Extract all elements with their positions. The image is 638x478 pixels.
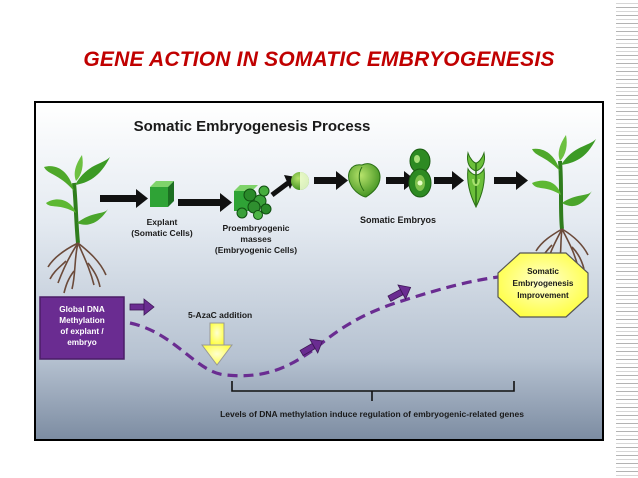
explant-label: Explant [147, 217, 178, 227]
bracket [231, 381, 515, 401]
methylation-box-line2: Methylation [59, 316, 105, 325]
embryo-icon [348, 163, 381, 198]
cell-cluster-icon [234, 185, 272, 220]
improvement-line1: Somatic [527, 267, 559, 276]
bottom-caption: Levels of DNA methylation induce regulat… [220, 409, 524, 419]
arrow-down-icon [201, 322, 233, 366]
arrow-right-icon [314, 171, 348, 190]
arrow-right-icon [299, 338, 323, 357]
methylation-box-line1: Global DNA [59, 305, 105, 314]
diagram-canvas: Somatic Embryogenesis Process [36, 103, 602, 439]
proembryogenic-sublabel: masses [240, 234, 271, 244]
arrow-right-icon [434, 171, 464, 190]
methylation-box-line4: embryo [67, 338, 97, 347]
methylation-box-line3: of explant / [60, 327, 104, 336]
improvement-line3: Improvement [517, 291, 569, 300]
diagram-title: Somatic Embryogenesis Process [134, 118, 371, 135]
arrow-right-icon [100, 189, 148, 208]
arrow-right-icon [387, 284, 412, 302]
embryo-icon [408, 148, 432, 198]
embryo-icon [467, 151, 485, 209]
cube-icon [150, 181, 174, 207]
azac-label: 5-AzaC addition [188, 310, 252, 320]
arrow-right-icon [129, 298, 155, 316]
slide-title: GENE ACTION IN SOMATIC EMBRYOGENESIS [83, 48, 555, 71]
arrow-right-icon [494, 171, 528, 190]
explant-sublabel: (Somatic Cells) [131, 228, 193, 238]
embryo-icon [291, 172, 309, 190]
seedling-icon [44, 155, 110, 294]
proembryogenic-label: Proembryogenic [222, 223, 289, 233]
improvement-badge: Somatic Embryogenesis Improvement [497, 252, 589, 318]
methylation-box: Global DNA Methylation of explant / embr… [39, 296, 125, 360]
page-edge-texture [616, 0, 638, 478]
proembryogenic-cells-label: (Embryogenic Cells) [215, 245, 297, 255]
diagram-frame: Somatic Embryogenesis Process [34, 101, 604, 441]
improvement-line2: Embryogenesis [513, 279, 574, 288]
seedling-icon [532, 135, 596, 272]
somatic-embryos-label: Somatic Embryos [360, 215, 436, 225]
arrow-right-icon [178, 193, 232, 212]
